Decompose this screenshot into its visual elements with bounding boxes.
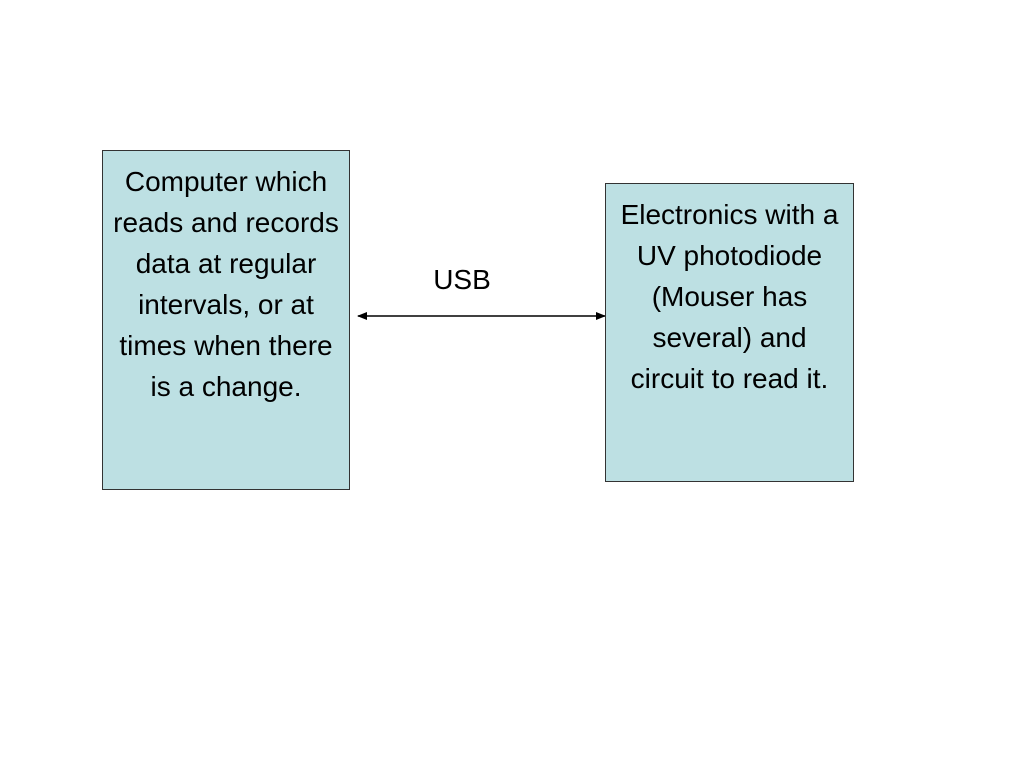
computer-node: Computer which reads and records data at… — [102, 150, 350, 490]
electronics-node: Electronics with a UV photodiode (Mouser… — [605, 183, 854, 482]
usb-connection-label: USB — [433, 264, 491, 295]
electronics-node-label: Electronics with a UV photodiode (Mouser… — [620, 199, 839, 394]
computer-node-label: Computer which reads and records data at… — [113, 166, 339, 402]
